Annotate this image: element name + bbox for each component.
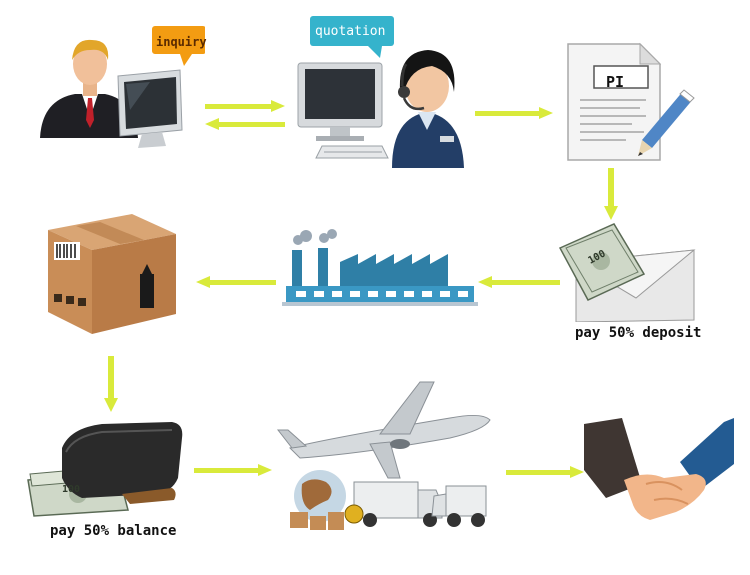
- arrow-right-quotation-to-proforma: [475, 107, 553, 119]
- delivery-van-icon: [344, 481, 443, 527]
- barcode-icon: [54, 242, 80, 260]
- proforma-doc-title: PI: [606, 73, 625, 91]
- handshake-illustration: [584, 418, 734, 520]
- deposit-caption: pay 50% deposit: [575, 325, 702, 341]
- document-icon: [567, 42, 662, 161]
- deposit-envelope-illustration: [558, 223, 696, 322]
- smoke-icon: [293, 229, 337, 245]
- arrow-down-proforma-to-deposit: [604, 168, 618, 220]
- globe-icon: [294, 470, 346, 522]
- desktop-computer-icon: [297, 62, 389, 159]
- quotation-bubble-label: quotation: [315, 24, 386, 39]
- operator-icon: [392, 50, 464, 168]
- package-box-illustration: [48, 214, 176, 334]
- shipping-illustration: [276, 381, 491, 530]
- arrow-left-quotation-to-inquiry: [205, 118, 285, 130]
- boxes-icon: [290, 512, 344, 530]
- factory-icon: [282, 248, 478, 306]
- handling-symbols-icon: [54, 294, 86, 306]
- quotation-bubble: [310, 16, 394, 58]
- handshake-icon: [584, 418, 734, 520]
- arrow-left-deposit-to-factory: [478, 276, 560, 288]
- monitor-icon: [117, 69, 183, 148]
- inquiry-customer-illustration: [40, 26, 205, 148]
- balance-bill-value: 100: [62, 484, 81, 495]
- quotation-operator-illustration: [297, 16, 464, 168]
- pen-icon: [638, 89, 695, 156]
- inquiry-bubble-label: inquiry: [156, 35, 207, 49]
- truck-icon: [431, 485, 487, 527]
- arrow-right-shipping-to-handshake: [506, 466, 584, 478]
- arrow-down-package-to-balance: [104, 356, 118, 412]
- arrow-left-factory-to-package: [196, 276, 276, 288]
- this-way-up-arrow-icon: [140, 264, 154, 308]
- wallet-icon: [62, 422, 183, 504]
- factory-illustration: [282, 229, 478, 306]
- businessman-icon: [40, 39, 138, 138]
- arrow-right-inquiry-to-quotation: [205, 100, 285, 112]
- inquiry-bubble: [152, 26, 205, 66]
- balance-caption: pay 50% balance: [50, 523, 177, 539]
- proforma-invoice-illustration: [567, 42, 695, 161]
- balance-wallet-illustration: [27, 422, 183, 517]
- banknotes-icon: [558, 223, 646, 301]
- arrow-right-balance-to-shipping: [194, 464, 272, 476]
- airplane-icon: [276, 381, 491, 479]
